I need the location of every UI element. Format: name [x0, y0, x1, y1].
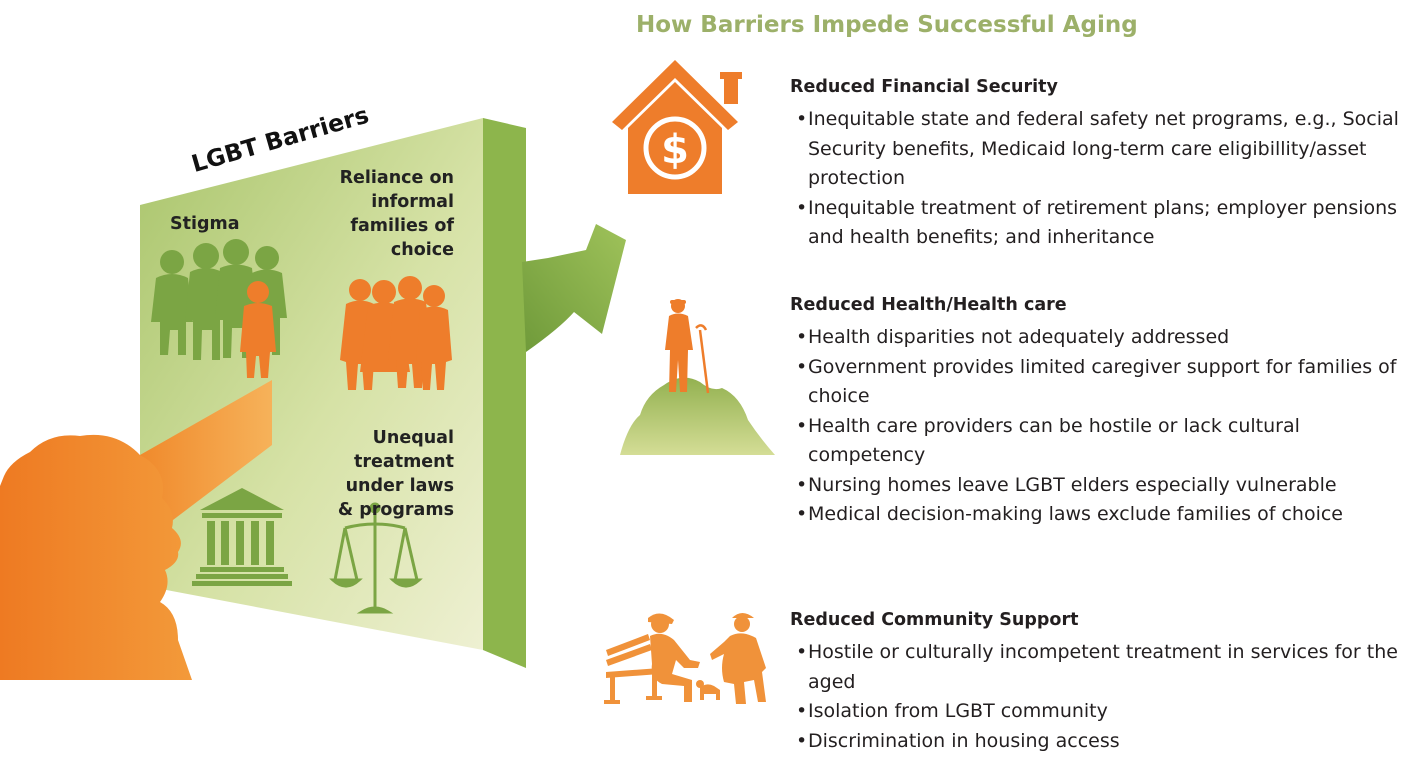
reliance-line: informal: [371, 192, 454, 212]
bullet-list: Health disparities not adequately addres…: [790, 323, 1400, 530]
elder-on-hill-icon: [620, 299, 775, 455]
bullet-item: Medical decision-making laws exclude fam…: [796, 500, 1400, 530]
page-title: How Barriers Impede Successful Aging: [636, 12, 1138, 38]
reliance-label: Reliance on informal families of choice: [290, 166, 454, 262]
bullet-item: Nursing homes leave LGBT elders especial…: [796, 471, 1400, 501]
scales-of-justice-icon: [329, 502, 423, 614]
bullet-item: Government provides limited caregiver su…: [796, 353, 1400, 412]
stigma-crowd-icon: [151, 239, 287, 360]
bullet-item: Hostile or culturally incompetent treatm…: [796, 638, 1400, 697]
section-title: Reduced Community Support: [790, 610, 1079, 630]
barrier-wall-side: [483, 118, 526, 668]
bullet-item: Health disparities not adequately addres…: [796, 323, 1400, 353]
unequal-line: & programs: [337, 500, 454, 520]
section-title: Reduced Health/Health care: [790, 295, 1067, 315]
unequal-line: under laws: [345, 476, 454, 496]
dollar-sign-glyph: $: [661, 127, 689, 173]
unequal-line: treatment: [354, 452, 454, 472]
reliance-line: Reliance on: [339, 168, 454, 188]
bullet-item: Inequitable treatment of retirement plan…: [796, 194, 1400, 253]
bullet-list: Inequitable state and federal safety net…: [790, 105, 1400, 253]
house-dollar-icon: [612, 60, 742, 194]
section-health-care: Reduced Health/Health care Health dispar…: [790, 293, 1400, 530]
view-beam: [140, 380, 272, 545]
reliance-line: families of: [350, 216, 454, 236]
bullet-item: Inequitable state and federal safety net…: [796, 105, 1400, 194]
unequal-line: Unequal: [372, 428, 454, 448]
bullet-item: Discrimination in housing access: [796, 727, 1400, 757]
stigma-figure-icon: [240, 281, 276, 378]
section-title: Reduced Financial Security: [790, 77, 1058, 97]
bullet-list: Hostile or culturally incompetent treatm…: [790, 638, 1400, 756]
courthouse-icon: [192, 488, 292, 586]
unequal-label: Unequal treatment under laws & programs: [300, 426, 454, 522]
direction-arrow-icon: [522, 224, 626, 352]
reliance-line: choice: [390, 240, 454, 260]
section-financial-security: Reduced Financial Security Inequitable s…: [790, 75, 1400, 253]
viewer-head-icon: [0, 434, 192, 680]
elders-on-bench-icon: [604, 613, 766, 704]
bullet-item: Health care providers can be hostile or …: [796, 412, 1400, 471]
bullet-item: Isolation from LGBT community: [796, 697, 1400, 727]
stigma-label: Stigma: [170, 214, 240, 234]
families-of-choice-icon: [340, 276, 452, 390]
section-community-support: Reduced Community Support Hostile or cul…: [790, 608, 1400, 756]
